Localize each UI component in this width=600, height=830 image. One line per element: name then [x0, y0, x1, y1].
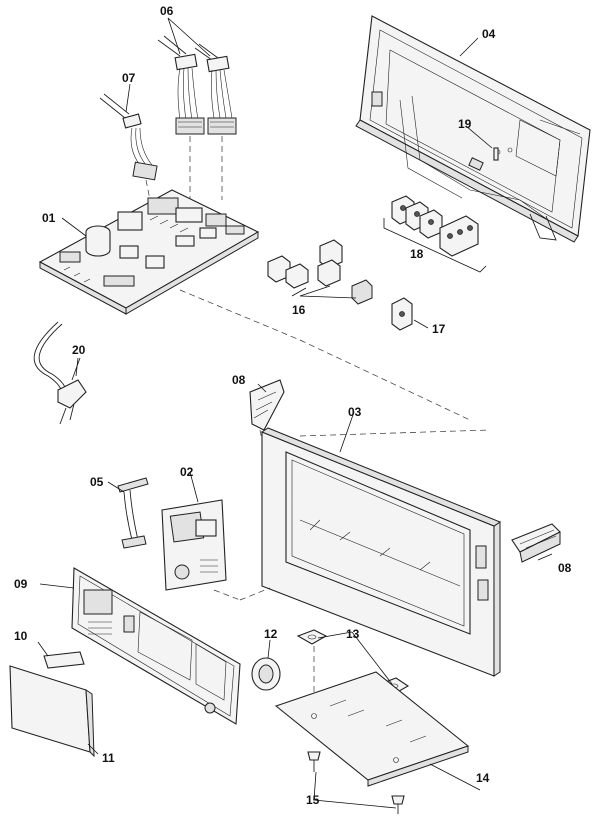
- label-part-07: 07: [122, 71, 136, 85]
- label-part-13: 13: [346, 627, 360, 641]
- label-part-17: 17: [432, 322, 446, 336]
- part-15-screws: [307, 751, 405, 814]
- label-part-10: 10: [14, 629, 28, 643]
- part-07-small-harness: [99, 93, 158, 201]
- label-part-12: 12: [264, 627, 278, 641]
- part-05-ribbon-cable: [117, 477, 149, 549]
- label-part-19: 19: [458, 117, 472, 131]
- label-part-20: 20: [72, 343, 86, 357]
- label-part-15: 15: [306, 793, 320, 807]
- label-part-03: 03: [348, 405, 362, 419]
- part-09-control-panel: [71, 567, 271, 725]
- part-16-connectors: [267, 239, 373, 305]
- label-part-08-right: 08: [558, 561, 572, 575]
- label-part-01: 01: [42, 211, 56, 225]
- part-11-front-door: [9, 665, 95, 758]
- label-part-08-top: 08: [232, 373, 246, 387]
- part-14-base-plate: [274, 671, 481, 791]
- part-12-cable-gland: [251, 657, 281, 691]
- part-06-wiring-harness: [157, 35, 237, 210]
- part-02-display-board: [161, 499, 241, 601]
- part-10-small-cover: [37, 641, 85, 669]
- part-17-clip: [391, 297, 429, 331]
- part-03-front-frame: [260, 427, 502, 677]
- label-part-11: 11: [102, 751, 115, 765]
- label-part-05: 05: [90, 475, 104, 489]
- part-18-terminal-blocks: [383, 195, 487, 273]
- label-part-09: 09: [14, 577, 28, 591]
- label-part-14: 14: [476, 771, 490, 785]
- part-20-power-cord: [33, 321, 87, 425]
- part-08-bracket-left: [249, 379, 285, 461]
- part-01-main-circuit-board: [38, 189, 260, 315]
- label-part-02: 02: [180, 465, 194, 479]
- label-part-18: 18: [410, 247, 424, 261]
- part-04-rear-housing: [355, 15, 591, 243]
- part-19-pin: [493, 147, 499, 161]
- leader-lines: [39, 17, 553, 755]
- label-part-06: 06: [160, 4, 174, 18]
- label-part-16: 16: [292, 303, 306, 317]
- part-08-bracket-right: [511, 523, 561, 563]
- label-part-04: 04: [482, 27, 496, 41]
